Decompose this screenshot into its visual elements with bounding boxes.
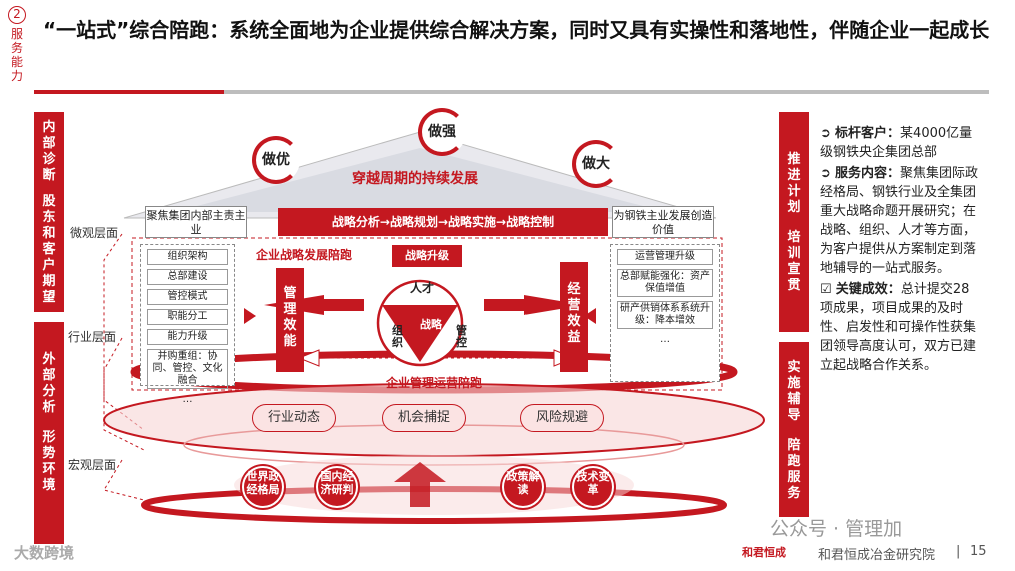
bubble-enlarge: 做大 bbox=[572, 140, 620, 188]
list-item: 管控模式 bbox=[147, 289, 228, 305]
triangle-left-label: 组织 bbox=[392, 324, 403, 349]
list-item: 运营管理升级 bbox=[617, 249, 713, 265]
watermark-right: 公众号 · 管理加 bbox=[770, 518, 903, 540]
triangle-top-label: 人才 bbox=[410, 281, 435, 295]
list-item: … bbox=[182, 394, 193, 405]
item1-label: 标杆客户： bbox=[835, 126, 901, 141]
ring-opportunity: 机会捕捉 bbox=[382, 404, 466, 432]
item2-label: 服务内容： bbox=[835, 166, 901, 181]
section-label: 服务能力 bbox=[11, 27, 24, 83]
strategy-upgrade-box: 战略升级 bbox=[392, 245, 462, 267]
left-bar-bottom-col2: 形势环境 bbox=[42, 430, 56, 493]
list-item: 总部建设 bbox=[147, 269, 228, 285]
triangle-right-label: 管控 bbox=[456, 324, 467, 349]
strategy-chain-bar: 战略分析→战略规划→战略实施→战略控制 bbox=[278, 208, 608, 236]
left-bar-top-col2: 股东和客户期望 bbox=[42, 194, 56, 305]
mgmt-efficiency-box: 管理效能 bbox=[276, 268, 304, 372]
list-item: 研产供销体系系统升级：降本增效 bbox=[617, 301, 713, 329]
layer-micro-label: 微观层面 bbox=[70, 226, 119, 240]
list-item: 组织架构 bbox=[147, 249, 228, 265]
right-bar-bottom-col1: 实施辅导 bbox=[787, 360, 801, 423]
circle-domestic-econ: 国内经济研判 bbox=[316, 466, 358, 508]
left-list: 组织架构 总部建设 管控模式 职能分工 能力升级 并购重组：协同、管控、文化融合… bbox=[140, 244, 235, 405]
page-title: “一站式”综合陪跑：系统全面地为企业提供综合解决方案，同时又具有实操性和落地性，… bbox=[43, 18, 990, 42]
list-item: … bbox=[660, 334, 670, 345]
watermark-left: 大数跨境 bbox=[14, 544, 75, 562]
left-bar-bottom: 外部分析 形势环境 bbox=[34, 322, 64, 544]
right-text-item1: ➲ 标杆客户：某4000亿量级钢铁央企集团总部 bbox=[820, 126, 973, 160]
list-item: 总部赋能强化：资产保值增值 bbox=[617, 269, 713, 297]
left-focus-box: 聚焦集团内部主责主业 bbox=[145, 206, 247, 238]
roof-banner: 穿越周期的持续发展 bbox=[352, 171, 478, 187]
item1-text: 某4000亿量级钢铁央企集团总部 bbox=[820, 126, 973, 160]
circle-world-econ: 世界政经格局 bbox=[242, 466, 284, 508]
ring-risk-avoid: 风险规避 bbox=[520, 404, 604, 432]
ops-benefit-box: 经营效益 bbox=[560, 262, 588, 372]
item2-text: 聚焦集团际政经格局、钢铁行业及全集团重大战略命题开展研究；在战略、组织、人才等方… bbox=[820, 166, 979, 276]
footer-org: 和君恒成冶金研究院 bbox=[818, 548, 936, 563]
right-bar-top-col2: 培训宣贯 bbox=[787, 230, 801, 293]
org-upgrade-label: 组织升级 bbox=[318, 314, 367, 328]
footer-sep: | bbox=[956, 544, 961, 559]
left-bar-bottom-col1: 外部分析 bbox=[42, 352, 56, 415]
triangle-center-label: 战略 bbox=[420, 318, 442, 331]
circle-tech: 技术变革 bbox=[572, 466, 614, 508]
right-text-panel: ➲ 标杆客户：某4000亿量级钢铁央企集团总部 ➲ 服务内容：聚焦集团际政经格局… bbox=[820, 124, 980, 377]
right-list: 运营管理升级 总部赋能强化：资产保值增值 研产供销体系系统升级：降本增效 … bbox=[610, 244, 720, 382]
list-item: 职能分工 bbox=[147, 309, 228, 325]
ops-escort-label: 企业管理运营陪跑 bbox=[386, 376, 483, 390]
list-item: 并购重组：协同、管控、文化融合 bbox=[147, 349, 228, 389]
right-bar-bottom-col2: 陪跑服务 bbox=[787, 438, 801, 501]
right-focus-box: 为钢铁主业发展创造价值 bbox=[612, 206, 714, 238]
ops-improve-label: 运营改善 bbox=[486, 314, 535, 328]
list-item: 能力升级 bbox=[147, 329, 228, 345]
circle-policy: 政策解读 bbox=[502, 466, 544, 508]
brand-logo: 和君恒成 bbox=[742, 546, 786, 559]
section-number: 2 bbox=[8, 6, 26, 24]
right-bar-top: 推进计划 培训宣贯 bbox=[779, 112, 809, 332]
bubble-optimize: 做优 bbox=[252, 136, 300, 184]
layer-industry-label: 行业层面 bbox=[68, 330, 117, 344]
left-bar-top: 内部诊断 股东和客户期望 bbox=[34, 112, 64, 312]
right-bar-top-col1: 推进计划 bbox=[787, 152, 801, 215]
title-rule bbox=[34, 90, 989, 94]
bubble-strengthen: 做强 bbox=[418, 108, 466, 156]
right-text-item3: ☑ 关键成效：总计提交28项成果，项目成果的及时性、启发性和可操作性获集团领导高… bbox=[820, 282, 977, 373]
right-text-item2: ➲ 服务内容：聚焦集团际政经格局、钢铁行业及全集团重大战略命题开展研究；在战略、… bbox=[820, 166, 979, 276]
page-number: 15 bbox=[970, 544, 987, 559]
item3-label: 关键成效： bbox=[835, 282, 901, 297]
right-bar-bottom: 实施辅导 陪跑服务 bbox=[779, 342, 809, 517]
layer-macro-label: 宏观层面 bbox=[68, 458, 117, 472]
left-bar-top-col1: 内部诊断 bbox=[42, 120, 56, 183]
strategy-escort-label: 企业战略发展陪跑 bbox=[256, 248, 353, 262]
ring-industry-trend: 行业动态 bbox=[252, 404, 336, 432]
item3-text: 总计提交28项成果，项目成果的及时性、启发性和可操作性获集团领导高度认可，双方已… bbox=[820, 282, 977, 373]
